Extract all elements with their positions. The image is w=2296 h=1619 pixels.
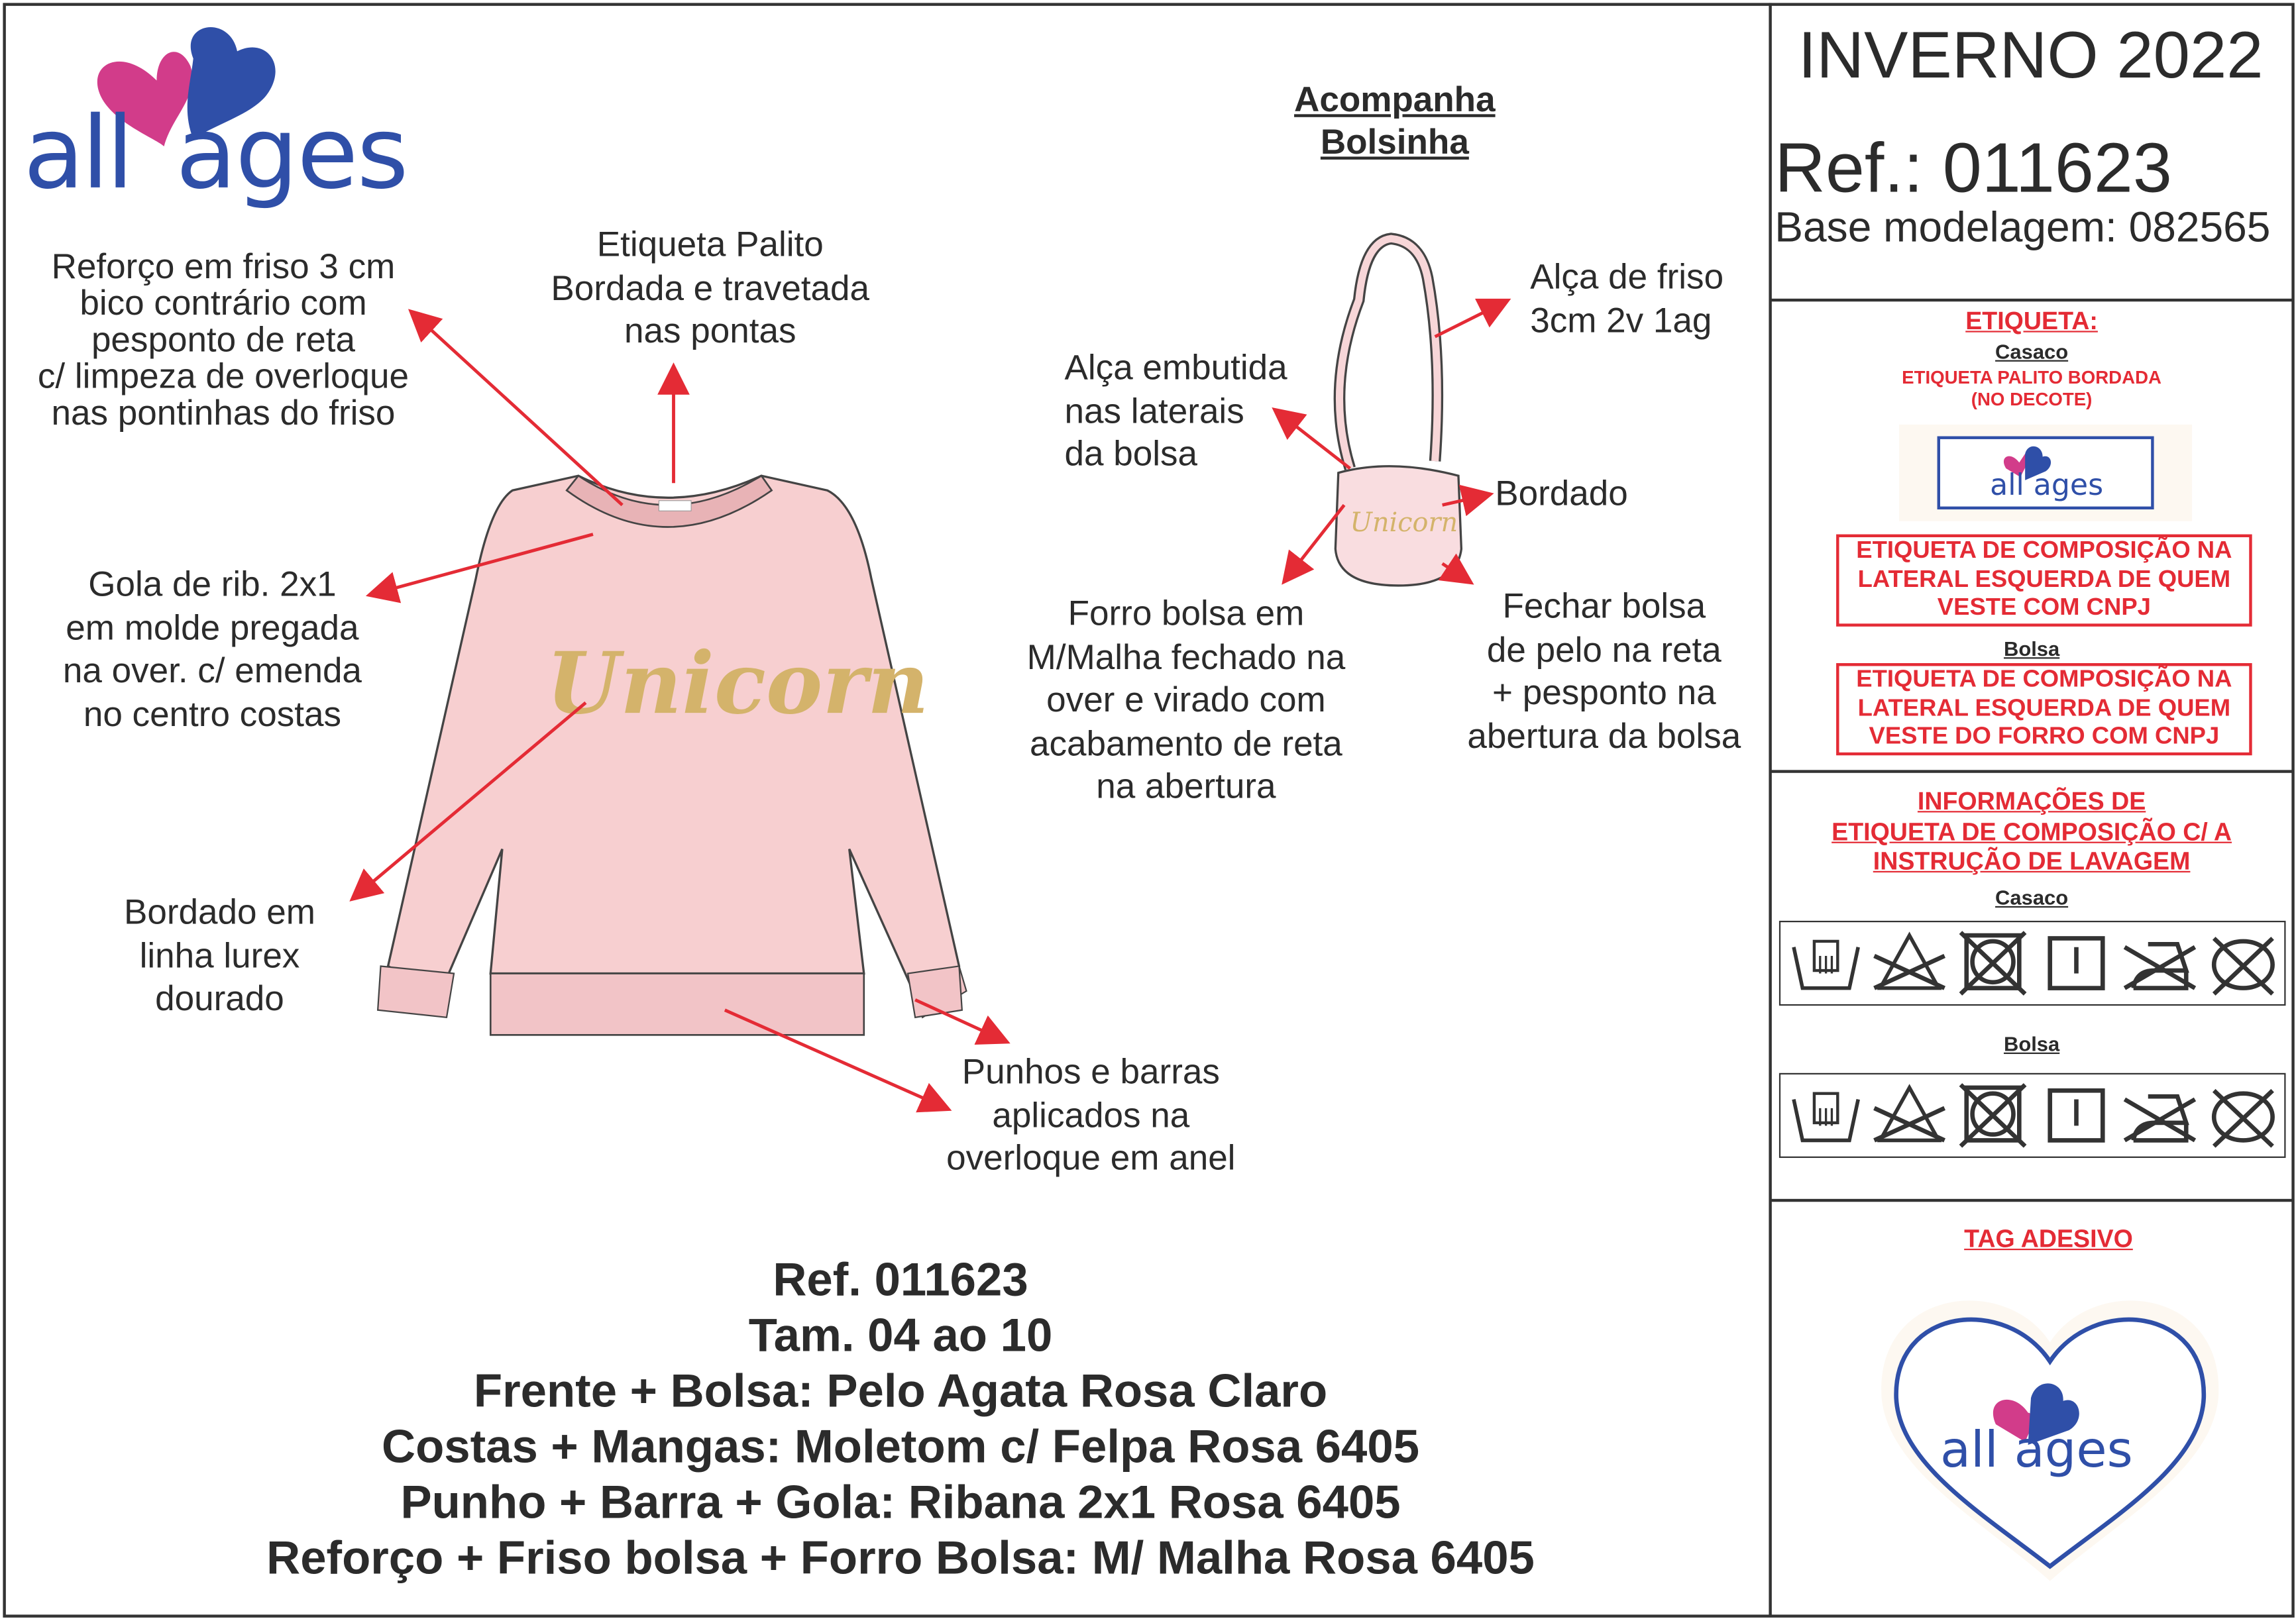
no-bleach-icon	[1873, 1084, 1945, 1143]
palito-label	[658, 500, 692, 511]
sweater-illustration: Unicorn	[376, 474, 967, 1036]
casaco-etiqueta-text: ETIQUETA PALITO BORDADA(NO DECOTE)	[1902, 367, 2162, 410]
hand-wash-icon	[1792, 1092, 1860, 1143]
divider	[1770, 770, 2293, 773]
no-bleach-icon	[1873, 931, 1945, 990]
no-tumble-dry-icon	[1959, 931, 2027, 996]
season-title: INVERNO 2022	[1798, 17, 2264, 93]
svg-text:ages: ages	[176, 96, 407, 211]
base-modelagem: Base modelagem: 082565	[1775, 205, 2271, 252]
hand-wash-icon	[1792, 939, 1860, 990]
annotation-arrows	[349, 298, 1511, 1113]
care-casaco-label: Casaco	[1995, 885, 2069, 910]
no-tumble-dry-icon	[1959, 1083, 2027, 1148]
tag-title: TAG ADESIVO	[1964, 1225, 2133, 1253]
svg-text:all ages: all ages	[1940, 1420, 2133, 1479]
brand-logo: all ages	[23, 27, 409, 211]
line-dry-icon	[2048, 1088, 2105, 1143]
line-dry-icon	[2048, 936, 2105, 990]
page-frame	[3, 3, 2295, 1618]
unicorn-embroidery: Unicorn	[546, 634, 929, 733]
no-iron-icon	[2123, 942, 2197, 990]
bag-illustration: Unicorn	[1333, 233, 1463, 587]
etiqueta-title: ETIQUETA:	[1965, 307, 2098, 336]
care-symbols-casaco	[1778, 920, 2286, 1006]
svg-text:all: all	[23, 96, 131, 211]
divider	[1770, 298, 2293, 302]
bolsa-label: Bolsa	[2003, 637, 2060, 660]
casaco-label: Casaco	[1995, 339, 2069, 364]
care-symbols-bolsa	[1778, 1072, 2286, 1158]
heart-tag: all ages	[1881, 1300, 2219, 1581]
no-dry-clean-icon	[2211, 1088, 2275, 1148]
svg-text:all ages: all ages	[1990, 468, 2103, 502]
palito-label-preview: all ages	[1899, 424, 2193, 521]
no-dry-clean-icon	[2211, 937, 2275, 996]
no-iron-icon	[2123, 1094, 2197, 1143]
reference: Ref.: 011623	[1775, 130, 2172, 208]
care-bolsa-label: Bolsa	[2003, 1031, 2060, 1056]
divider	[1769, 3, 1772, 1616]
bag-embroidery: Unicorn	[1350, 507, 1458, 538]
note-bordado: Bordado	[1495, 474, 1628, 514]
divider	[1770, 1198, 2293, 1202]
